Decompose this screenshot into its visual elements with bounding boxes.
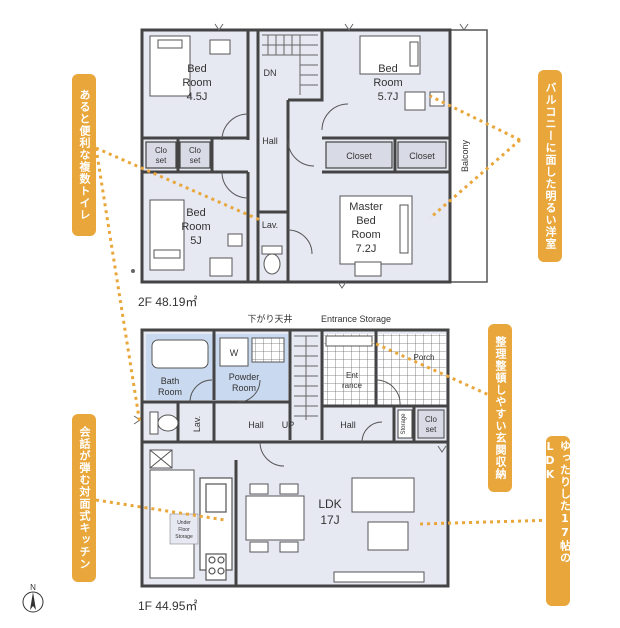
callout-toilets: あると便利な複数トイレ xyxy=(72,74,96,236)
callout-balcony-room: バルコニーに面した明るい洋室 xyxy=(538,70,562,262)
balcony-label: Balcony xyxy=(460,139,470,172)
closet-2f-right-1-label: Closet xyxy=(346,151,372,161)
hall-2f-label: Hall xyxy=(262,136,278,146)
porch-label: Porch xyxy=(414,353,435,362)
callout-leaders xyxy=(94,94,557,526)
toilet-2f xyxy=(261,245,283,275)
sagari-tenjo-label: 下がり天井 xyxy=(247,313,292,324)
dn-label: DN xyxy=(264,68,277,78)
lav-2f-label: Lav. xyxy=(262,220,278,230)
sofa xyxy=(351,477,415,551)
lav-1f-label: Lav. xyxy=(192,416,202,432)
floor-1f-area-label: 1F 44.95㎡ xyxy=(138,599,198,613)
callout-ldk: ゆったりした17帖のLDK xyxy=(544,436,572,606)
balcony-area xyxy=(449,29,488,283)
callout-entrance: 整理整頓しやすい玄関収納 xyxy=(488,324,512,492)
dining-table xyxy=(245,483,305,553)
svg-text:N: N xyxy=(30,583,36,592)
toilet-1f xyxy=(149,411,179,435)
hall-1f-left-label: Hall xyxy=(248,420,264,430)
closet-2f-right-2-label: Closet xyxy=(409,151,435,161)
hall-1f-right-label: Hall xyxy=(340,420,356,430)
closet-2f-left-1 xyxy=(145,141,177,169)
washer-label: W xyxy=(230,348,239,358)
stairs-2f xyxy=(262,34,318,95)
closet-2f-right-1 xyxy=(325,141,393,169)
floor-2f-area-label: 2F 48.19㎡ xyxy=(138,295,198,309)
closet-2f-right-2 xyxy=(397,141,447,169)
up-label: UP xyxy=(282,420,295,430)
entrance-storage-label: Entrance Storage xyxy=(321,314,391,324)
kitchen-counter xyxy=(199,477,233,581)
storage-label: Storage xyxy=(401,413,407,435)
compass-icon: N xyxy=(22,583,44,613)
callout-kitchen: 会話が弾む対面式キッチン xyxy=(72,414,96,582)
stairs-1f xyxy=(294,335,318,420)
closet-2f-left-2 xyxy=(179,141,211,169)
